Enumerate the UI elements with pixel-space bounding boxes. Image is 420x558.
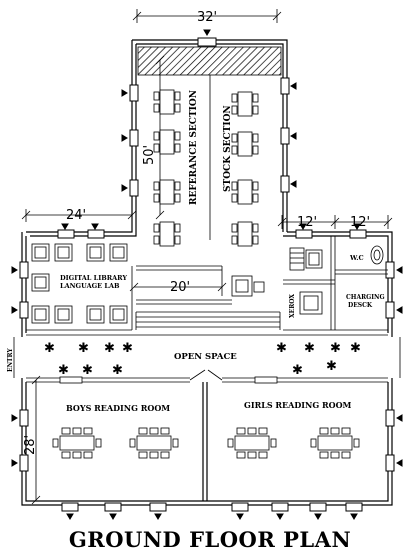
svg-text:✱: ✱ bbox=[58, 363, 69, 378]
hatched-shelving bbox=[137, 46, 282, 76]
svg-text:✱: ✱ bbox=[292, 363, 303, 378]
page-title: GROUND FLOOR PLAN bbox=[68, 527, 352, 552]
central-corridor bbox=[135, 265, 281, 330]
reference-tables bbox=[153, 89, 181, 247]
svg-text:✱: ✱ bbox=[82, 363, 93, 378]
dimension-right-width-a-label: 12' bbox=[297, 215, 317, 230]
svg-text:✱: ✱ bbox=[350, 341, 361, 356]
stock-section-label: STOCK SECTION bbox=[223, 105, 233, 192]
girls-reading-room-label: GIRLS READING ROOM bbox=[244, 400, 352, 410]
dimension-top-label: 32' bbox=[197, 10, 217, 25]
dimension-right-width-b-label: 12' bbox=[350, 215, 370, 230]
dimension-reading-height bbox=[31, 375, 41, 505]
language-lab-text: LANGUAGE LAB bbox=[60, 282, 120, 290]
svg-text:✱: ✱ bbox=[122, 341, 133, 356]
charging-desk-label: DESCK bbox=[348, 302, 373, 309]
doors bbox=[59, 369, 278, 384]
dimension-reading-height-label: 28' bbox=[23, 435, 38, 455]
open-space-edges bbox=[13, 334, 401, 383]
reference-section-label: REFERANCE SECTION bbox=[189, 90, 199, 205]
xerox-area-furniture bbox=[289, 247, 323, 315]
digital-library-room bbox=[26, 266, 133, 331]
open-space-label: OPEN SPACE bbox=[174, 352, 237, 362]
svg-text:✱: ✱ bbox=[112, 363, 123, 378]
svg-text:✱: ✱ bbox=[44, 341, 55, 356]
plants: ✱✱✱✱ ✱✱✱ ✱✱✱✱ ✱✱ bbox=[44, 341, 361, 378]
svg-text:✱: ✱ bbox=[78, 341, 89, 356]
computer-stations bbox=[31, 243, 128, 324]
dimension-top bbox=[132, 9, 282, 23]
wc-fixture bbox=[370, 245, 384, 265]
svg-text:✱: ✱ bbox=[304, 341, 315, 356]
windows bbox=[11, 29, 403, 520]
svg-text:✱: ✱ bbox=[104, 341, 115, 356]
digital-library-label: DIGITAL LIBRARY bbox=[60, 274, 127, 282]
charging-label: CHARGING bbox=[346, 294, 385, 301]
svg-text:✱: ✱ bbox=[330, 341, 341, 356]
dimension-right-widths bbox=[277, 215, 393, 229]
dimension-left-width-label: 24' bbox=[66, 208, 86, 223]
svg-text:✱: ✱ bbox=[276, 341, 287, 356]
computer-desk bbox=[231, 275, 265, 297]
dimension-corridor-label: 20' bbox=[170, 280, 190, 295]
exterior-walls bbox=[21, 39, 393, 506]
xerox-label: XEROX bbox=[289, 294, 296, 318]
svg-text:✱: ✱ bbox=[326, 359, 337, 374]
boys-reading-room-label: BOYS READING ROOM bbox=[66, 403, 170, 413]
dimension-library-height-label: 50' bbox=[142, 145, 157, 165]
reading-tables bbox=[52, 427, 360, 459]
entry-label: ENTRY bbox=[7, 348, 14, 372]
stock-tables bbox=[231, 91, 259, 247]
wc-label: W.C bbox=[349, 254, 364, 262]
right-wing-partitions bbox=[283, 236, 388, 331]
